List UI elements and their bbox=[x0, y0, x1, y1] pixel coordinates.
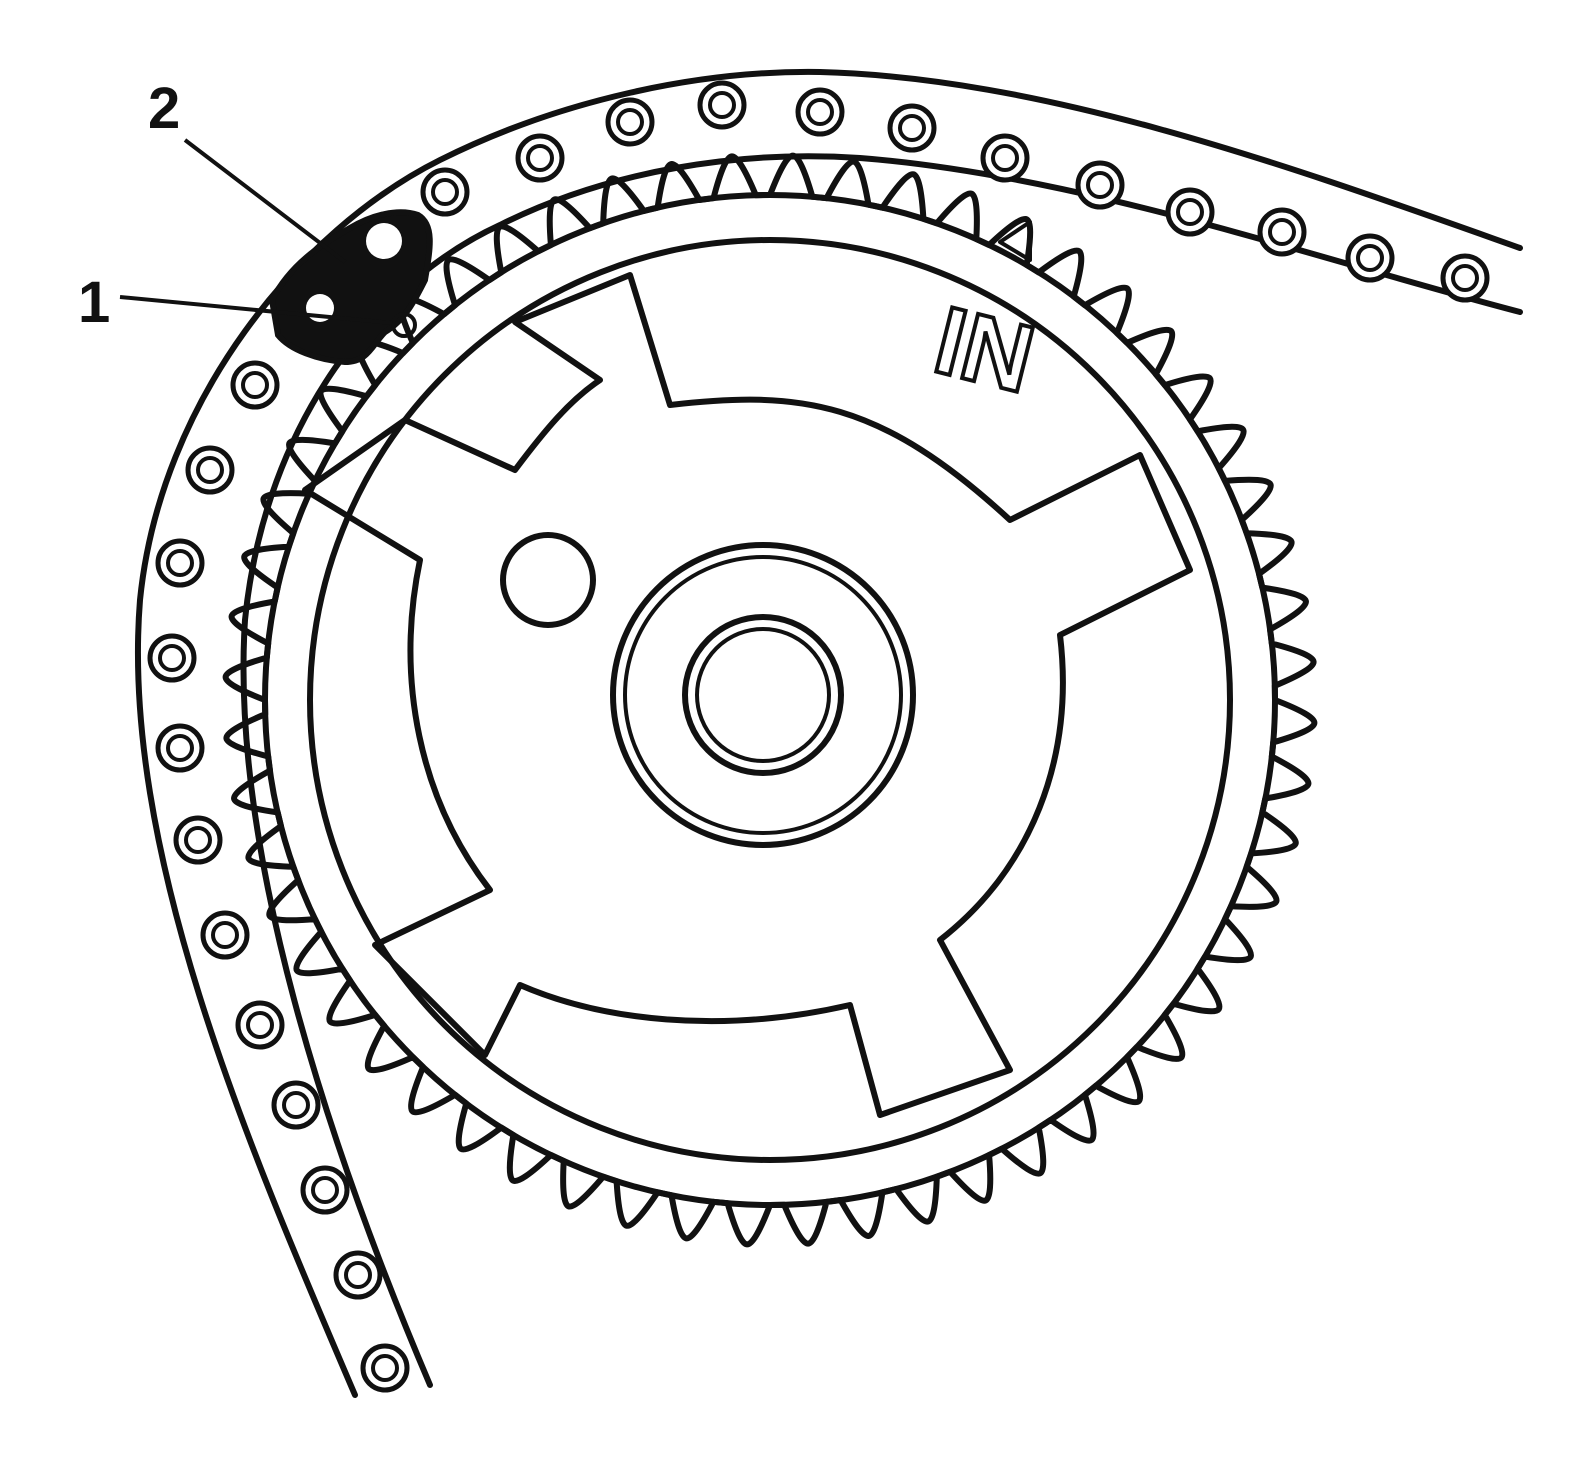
sprocket-face bbox=[307, 237, 1233, 1163]
chain-pin bbox=[300, 1165, 350, 1215]
chain-pin bbox=[1257, 207, 1307, 257]
chain-pin-bore bbox=[211, 921, 239, 949]
chain-pin bbox=[155, 723, 205, 773]
chain-outer-edge bbox=[134, 68, 1523, 1398]
chain-pin-bore bbox=[616, 108, 644, 136]
sprocket-marking-in: IN bbox=[925, 287, 1044, 414]
chain-pin bbox=[235, 1000, 285, 1050]
chain-pin-bore bbox=[991, 144, 1019, 172]
chain-pin bbox=[795, 87, 845, 137]
chain-pin-bore bbox=[282, 1091, 310, 1119]
chain-pin bbox=[1165, 187, 1215, 237]
timing-triangle-mark bbox=[998, 220, 1032, 262]
sprocket-hub-web bbox=[302, 272, 1193, 1118]
chain-pin bbox=[1345, 233, 1395, 283]
chain-pin-bore bbox=[1356, 244, 1384, 272]
sprocket-rim bbox=[262, 192, 1278, 1208]
chain-pin-bore bbox=[311, 1176, 339, 1204]
chain-pin-bore bbox=[166, 734, 194, 762]
chain-pin bbox=[333, 1250, 383, 1300]
chain-pin bbox=[200, 910, 250, 960]
chain-pin bbox=[230, 360, 280, 410]
chain-pin bbox=[173, 815, 223, 865]
chain-pin-bore bbox=[431, 178, 459, 206]
chain-pin-bore bbox=[526, 144, 554, 172]
chain-pin bbox=[155, 538, 205, 588]
chain-pin-bore bbox=[1176, 198, 1204, 226]
chain-pin-bore bbox=[246, 1011, 274, 1039]
chain-pin-bore bbox=[196, 456, 224, 484]
sprocket-boss-inner bbox=[623, 555, 903, 835]
sprocket-bore-inner bbox=[695, 627, 831, 763]
chain-pin-bore bbox=[371, 1354, 399, 1382]
chain-pin-bore bbox=[1268, 218, 1296, 246]
chain-pin-bore bbox=[184, 826, 212, 854]
chain-pin bbox=[1075, 160, 1125, 210]
chain-pin bbox=[697, 80, 747, 130]
chain-links bbox=[147, 80, 1490, 1393]
chain-pin-bore bbox=[708, 91, 736, 119]
sprocket-dowel-hole bbox=[500, 532, 596, 628]
chain-pin bbox=[185, 445, 235, 495]
chain-pin-bore bbox=[158, 644, 186, 672]
sprocket-boss-outer bbox=[610, 542, 916, 848]
chain-pin bbox=[980, 133, 1030, 183]
chain-pin bbox=[360, 1343, 410, 1393]
chain-pin-bore bbox=[166, 549, 194, 577]
chain-pin-bore bbox=[1451, 264, 1479, 292]
chain-pin-bore bbox=[806, 98, 834, 126]
timing-chain bbox=[134, 68, 1523, 1398]
chain-pin-bore bbox=[241, 371, 269, 399]
chain-pin bbox=[1440, 253, 1490, 303]
chain-pin bbox=[605, 97, 655, 147]
timing-mark-dot bbox=[391, 312, 417, 338]
callout-label-2: 2 bbox=[148, 76, 180, 141]
chain-pin bbox=[515, 133, 565, 183]
leader-line-2 bbox=[183, 138, 347, 264]
colored-link-plate bbox=[268, 209, 433, 366]
chain-pin bbox=[887, 103, 937, 153]
sprocket-bore-outer bbox=[682, 614, 844, 776]
colored-link-pin-upper bbox=[366, 223, 402, 259]
chain-pin bbox=[420, 167, 470, 217]
chain-pin-bore bbox=[1086, 171, 1114, 199]
callout-label-1: 1 bbox=[78, 270, 110, 335]
chain-pin bbox=[271, 1080, 321, 1130]
leader-line-1 bbox=[119, 295, 393, 325]
colored-chain-link bbox=[268, 209, 433, 366]
chain-pin-bore bbox=[344, 1261, 372, 1289]
chain-pin bbox=[147, 633, 197, 683]
chain-pin-bore bbox=[898, 114, 926, 142]
